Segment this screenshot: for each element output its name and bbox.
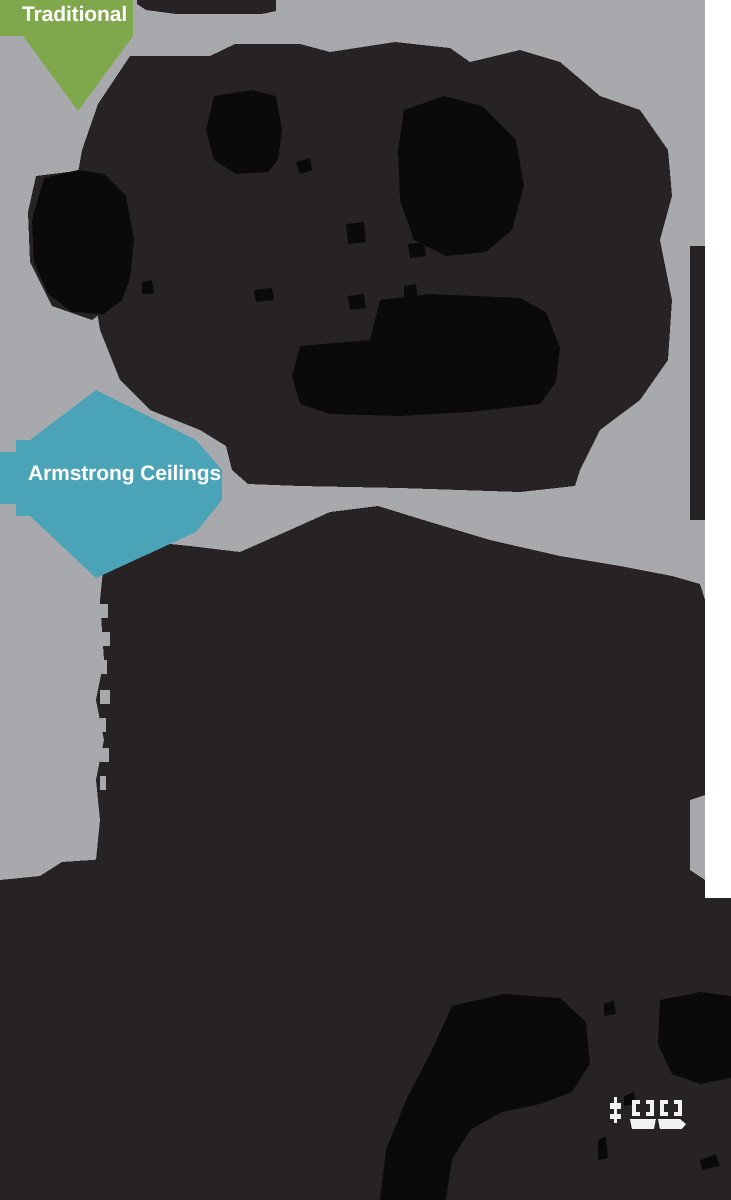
bottom-right-glyph-cluster — [610, 1097, 686, 1129]
tag-traditional-shape[interactable] — [0, 0, 133, 111]
tag-armstrong-ceilings[interactable] — [0, 390, 222, 578]
tag-traditional[interactable] — [0, 0, 133, 111]
bottom-right-marks-region — [604, 1092, 688, 1134]
white-side-panel — [705, 0, 731, 795]
redaction-blobs-black — [32, 90, 731, 1200]
tag-armstrong-ceilings-button[interactable] — [0, 388, 230, 578]
tag-traditional-button[interactable] — [0, 0, 134, 112]
tag-armstrong-shape[interactable] — [0, 390, 222, 578]
